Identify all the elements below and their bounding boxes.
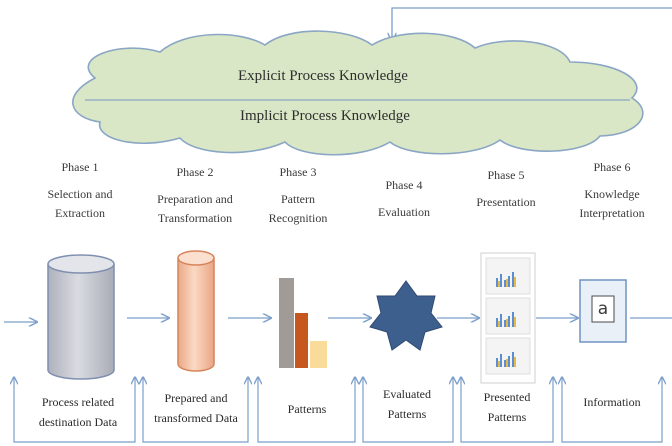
phase-2-header: Phase 2 Preparation and Transformation [140,163,250,228]
phase-6-title-line-2: Interpretation [579,206,645,220]
phase-2-label: Phase 2 [176,165,214,179]
phase-5-title-line-1: Presentation [476,195,536,209]
flow-arrows [4,318,672,322]
phase-3-title-line-2: Recognition [268,211,328,225]
phase-6-output-line-1: Information [583,395,641,409]
phase-6-label: Phase 6 [593,160,631,174]
phase-1-output: Process related destination Data [20,392,136,432]
presentation-documents-icon [480,252,536,384]
phase-1-header: Phase 1 Selection and Extraction [30,158,130,223]
phase-5-output: Presented Patterns [462,387,552,427]
phase-6-output: Information [562,392,662,412]
phase-5-output-line-2: Patterns [487,410,527,424]
knowledge-cloud [72,30,644,156]
phase-4-label: Phase 4 [385,178,423,192]
phase-2-title-line-1: Preparation and [157,192,233,206]
phase-4-output: Evaluated Patterns [362,384,452,424]
phase-3-header: Phase 3 Pattern Recognition [253,163,343,228]
phase-3-output: Patterns [262,399,352,419]
phase-6-header: Phase 6 Knowledge Interpretation [556,158,668,223]
phase-5-output-line-1: Presented [483,390,531,404]
phase-2-output-line-2: transformed Data [154,411,238,425]
phase-1-label: Phase 1 [61,160,99,174]
phase-5-label: Phase 5 [487,168,525,182]
phase-2-title-line-2: Transformation [157,211,233,225]
phase-5-header: Phase 5 Presentation [458,166,554,212]
transformed-data-cylinder-icon [177,250,215,372]
phase-4-title-line-1: Evaluation [378,205,430,219]
phase-4-output-line-1: Evaluated [383,387,431,401]
info-at-symbol: a [597,299,609,319]
information-document-icon [579,279,627,343]
explicit-knowledge-label: Explicit Process Knowledge [238,68,408,84]
phase-3-label: Phase 3 [279,165,317,179]
bottom-feedback-arrows [14,378,662,443]
phase-1-output-line-1: Process related [41,395,115,409]
patterns-bar-icon [279,278,327,368]
phase-1-title-line-2: Extraction [55,206,105,220]
phase-6-title-line-1: Knowledge [584,187,640,201]
phase-1-output-line-2: destination Data [38,415,118,429]
evaluation-star-icon [369,280,443,351]
phase-4-header: Phase 4 Evaluation [359,176,449,222]
phase-3-title-line-1: Pattern [281,192,315,206]
phase-1-title-line-1: Selection and [47,187,113,201]
phase-3-output-line-1: Patterns [287,402,327,416]
phase-4-output-line-2: Patterns [387,407,427,421]
phase-2-output-line-1: Prepared and [164,391,228,405]
implicit-knowledge-label: Implicit Process Knowledge [240,108,410,124]
database-cylinder-icon [47,254,115,380]
phase-2-output: Prepared and transformed Data [138,388,254,428]
feedback-loop-arrow [392,7,672,40]
